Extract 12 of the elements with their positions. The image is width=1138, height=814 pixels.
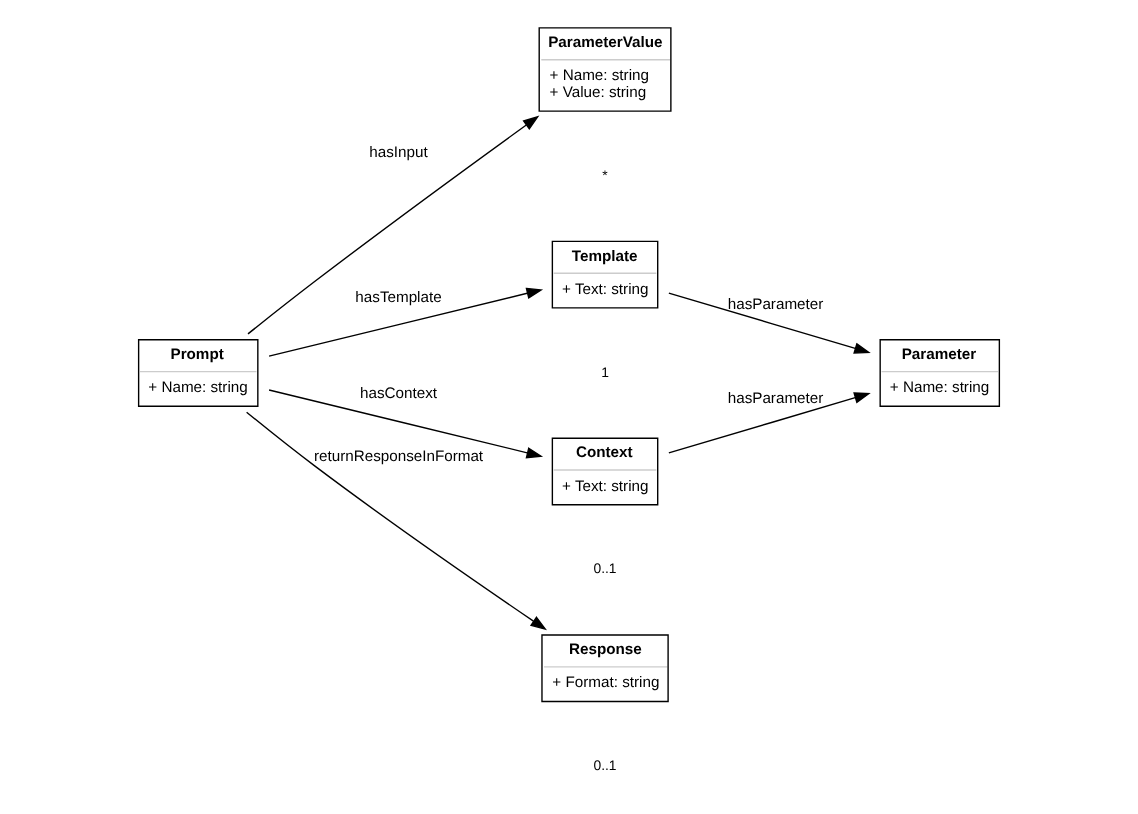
arrow	[268, 389, 544, 459]
edge-label: hasTemplate	[355, 288, 442, 307]
arrow	[668, 392, 871, 454]
edge-label: hasParameter	[727, 389, 824, 408]
edge-label: hasInput	[369, 142, 428, 161]
arrow	[268, 287, 544, 357]
edge-label: hasParameter	[727, 295, 824, 314]
edge-label: returnResponseInFormat	[313, 447, 484, 466]
arrow	[247, 115, 540, 335]
arrow	[245, 411, 547, 631]
arrow	[668, 292, 871, 354]
edge-label: hasContext	[360, 383, 438, 402]
